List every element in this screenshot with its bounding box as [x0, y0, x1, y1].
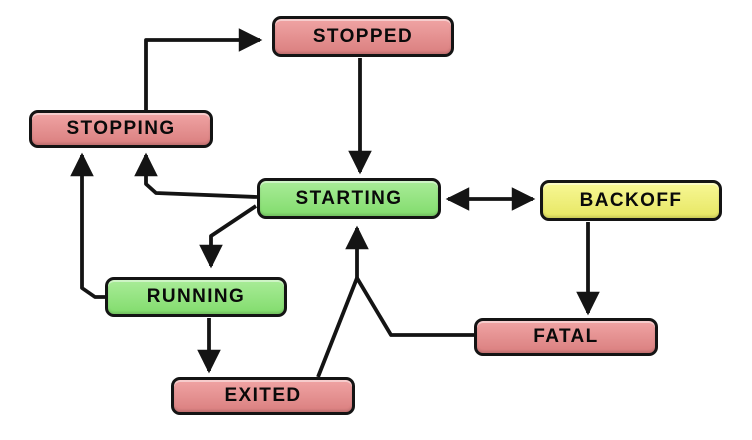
edge-starting-to-running: [199, 204, 258, 269]
edge-exited-to-starting-branch: [316, 277, 359, 378]
edge-running-to-stopping: [70, 152, 105, 299]
state-exited-label: EXITED: [224, 385, 302, 406]
state-stopped: STOPPED: [272, 16, 454, 57]
state-stopping: STOPPING: [29, 110, 213, 148]
edge-stopping-to-stopped: [144, 28, 263, 110]
state-backoff-label: BACKOFF: [579, 189, 683, 211]
state-fatal-label: FATAL: [533, 326, 599, 347]
state-backoff: BACKOFF: [540, 180, 722, 221]
state-stopping-label: STOPPING: [66, 118, 176, 139]
state-starting: STARTING: [257, 178, 441, 219]
edge-fatal-to-starting-branch: [355, 277, 474, 337]
state-running-label: RUNNING: [146, 286, 246, 307]
state-stopped-label: STOPPED: [312, 25, 414, 47]
state-fatal: FATAL: [474, 318, 658, 356]
state-starting-label: STARTING: [295, 187, 403, 209]
edge-starting-to-stopping: [134, 152, 258, 199]
state-exited: EXITED: [171, 377, 355, 415]
state-running: RUNNING: [105, 277, 287, 317]
